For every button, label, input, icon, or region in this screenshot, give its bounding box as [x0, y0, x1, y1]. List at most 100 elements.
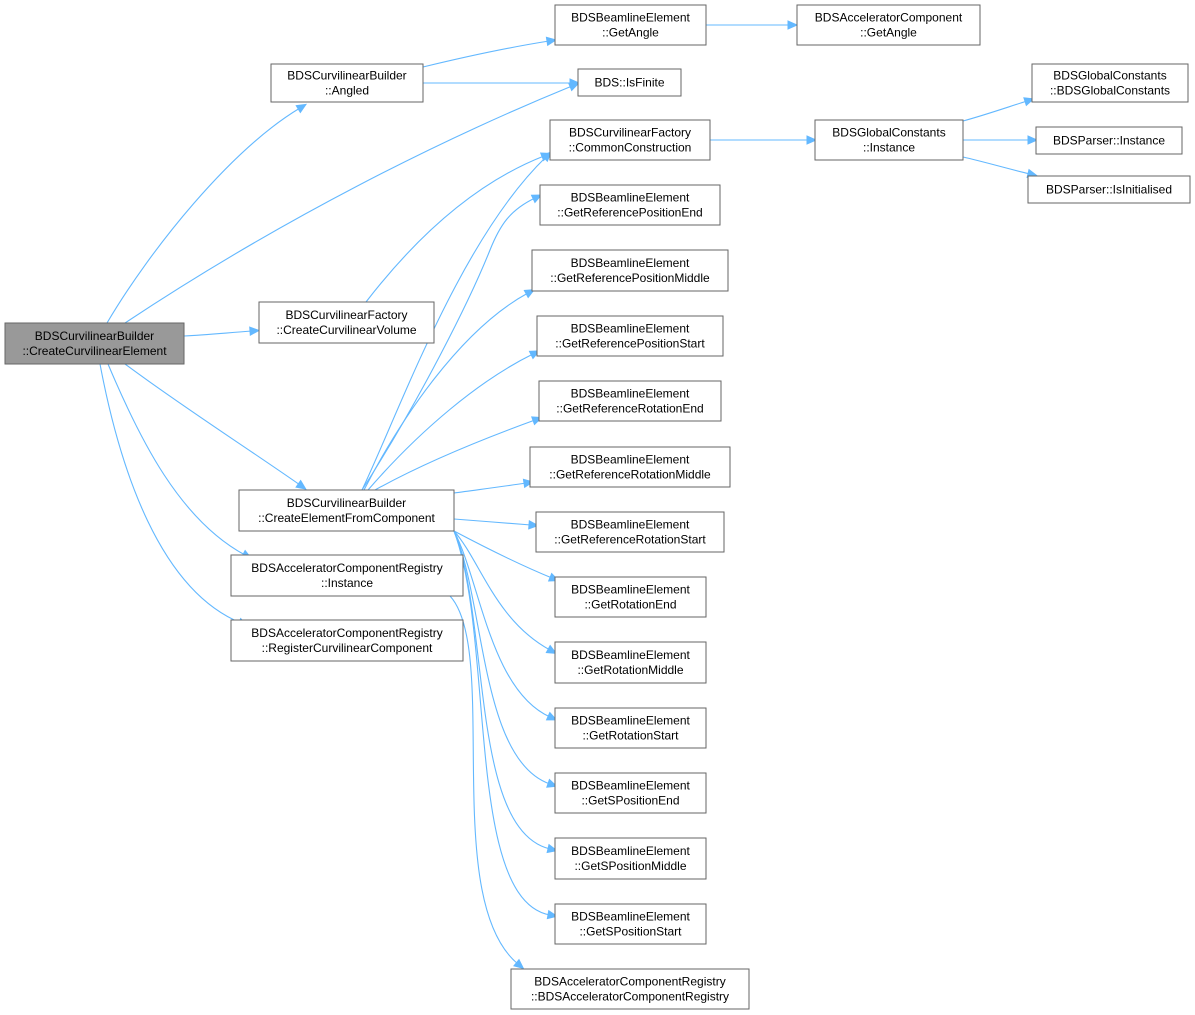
node-spos_mid[interactable]: BDSBeamlineElement::GetSPositionMiddle	[554, 837, 707, 880]
edge-create_from_comp-to-ref_pos_start	[367, 353, 534, 491]
node-label-line: BDSBeamlineElement	[571, 256, 690, 270]
node-label-line: BDSAcceleratorComponentRegistry	[251, 626, 442, 640]
node-gc_ctor[interactable]: BDSGlobalConstants::BDSGlobalConstants	[1031, 63, 1189, 103]
node-ac_getangle[interactable]: BDSAcceleratorComponent::GetAngle	[796, 4, 981, 46]
node-label-line: BDSGlobalConstants	[832, 126, 945, 140]
node-root[interactable]: BDSCurvilinearBuilder::CreateCurvilinear…	[4, 322, 185, 365]
node-label-line: ::GetSPositionStart	[579, 925, 682, 939]
nodes-layer: BDSCurvilinearBuilder::CreateCurvilinear…	[4, 4, 1191, 1010]
arrowhead-ref_pos_mid	[523, 289, 536, 299]
edge-gc_instance-to-parser_init	[962, 156, 1031, 175]
node-box	[535, 511, 725, 553]
node-ref_pos_start[interactable]: BDSBeamlineElement::GetReferencePosition…	[536, 315, 724, 357]
node-label-line: BDSAcceleratorComponent	[815, 11, 963, 25]
node-box	[796, 4, 981, 46]
node-box	[230, 554, 464, 597]
edge-create_from_comp-to-rot_start	[453, 530, 551, 718]
node-label-line: BDSBeamlineElement	[571, 910, 690, 924]
node-ref_pos_end[interactable]: BDSBeamlineElement::GetReferencePosition…	[539, 184, 721, 226]
node-label-line: BDSCurvilinearBuilder	[35, 329, 154, 343]
node-box	[529, 446, 731, 488]
node-label-line: ::Angled	[325, 84, 369, 98]
node-label-line: ::GetReferenceRotationMiddle	[549, 468, 711, 482]
node-box	[531, 249, 729, 292]
node-label-line: ::GetReferenceRotationEnd	[556, 402, 703, 416]
edge-root-to-reg_instance	[107, 363, 246, 556]
edge-create_from_comp-to-spos_end	[453, 530, 551, 785]
node-box	[1035, 126, 1183, 155]
node-label-line: BDSBeamlineElement	[571, 844, 690, 858]
node-parser_instance[interactable]: BDSParser::Instance	[1035, 126, 1183, 155]
node-label-line: ::Instance	[863, 141, 915, 155]
node-label-line: ::GetReferencePositionMiddle	[550, 271, 710, 285]
arrowhead-isfinite	[569, 78, 581, 88]
node-parser_init[interactable]: BDSParser::IsInitialised	[1027, 175, 1191, 204]
node-label-line: BDS::IsFinite	[594, 76, 664, 90]
node-box	[554, 4, 707, 46]
node-rot_start[interactable]: BDSBeamlineElement::GetRotationStart	[554, 707, 707, 749]
arrowhead-ref_pos_end	[530, 194, 543, 204]
node-create_from_comp[interactable]: BDSCurvilinearBuilder::CreateElementFrom…	[238, 489, 455, 532]
node-ref_rot_end[interactable]: BDSBeamlineElement::GetReferenceRotation…	[538, 380, 722, 422]
node-label-line: ::CommonConstruction	[569, 141, 692, 155]
node-box	[270, 63, 424, 103]
arrowhead-ref_rot_start	[528, 520, 540, 530]
node-box	[577, 68, 682, 97]
edge-root-to-isfinite	[124, 85, 573, 324]
node-box	[554, 576, 707, 618]
node-label-line: ::GetRotationMiddle	[577, 663, 683, 677]
node-reg_register[interactable]: BDSAcceleratorComponentRegistry::Registe…	[230, 619, 464, 662]
node-reg_ctor[interactable]: BDSAcceleratorComponentRegistry::BDSAcce…	[510, 968, 750, 1010]
node-rot_mid[interactable]: BDSBeamlineElement::GetRotationMiddle	[554, 641, 707, 684]
arrowhead-gc_ctor	[1023, 97, 1035, 107]
node-rot_end[interactable]: BDSBeamlineElement::GetRotationEnd	[554, 576, 707, 618]
node-label-line: ::RegisterCurvilinearComponent	[262, 641, 433, 655]
node-label-line: ::GetReferencePositionEnd	[557, 206, 702, 220]
node-isfinite[interactable]: BDS::IsFinite	[577, 68, 682, 97]
node-createvol[interactable]: BDSCurvilinearFactory::CreateCurvilinear…	[258, 301, 435, 344]
node-label-line: ::BDSGlobalConstants	[1050, 84, 1170, 98]
node-label-line: ::GetSPositionEnd	[581, 794, 679, 808]
arrowhead-ac_getangle	[787, 20, 799, 30]
node-label-line: BDSBeamlineElement	[571, 11, 690, 25]
node-label-line: BDSBeamlineElement	[571, 518, 690, 532]
node-be_getangle[interactable]: BDSBeamlineElement::GetAngle	[554, 4, 707, 46]
node-angled[interactable]: BDSCurvilinearBuilder::Angled	[270, 63, 424, 103]
edge-create_from_comp-to-common	[361, 156, 547, 491]
node-label-line: BDSParser::IsInitialised	[1046, 183, 1172, 197]
arrowhead-spos_end	[546, 778, 558, 788]
node-ref_rot_mid[interactable]: BDSBeamlineElement::GetReferenceRotation…	[529, 446, 731, 488]
node-box	[238, 489, 455, 532]
node-box	[554, 837, 707, 880]
node-label-line: ::CreateCurvilinearElement	[22, 344, 167, 358]
node-label-line: BDSBeamlineElement	[571, 387, 690, 401]
node-common[interactable]: BDSCurvilinearFactory::CommonConstructio…	[549, 119, 711, 161]
edge-create_from_comp-to-ref_rot_mid	[453, 482, 527, 494]
node-box	[230, 619, 464, 662]
edge-gc_instance-to-gc_ctor	[962, 100, 1028, 122]
node-label-line: ::BDSAcceleratorComponentRegistry	[531, 990, 729, 1004]
node-label-line: BDSCurvilinearFactory	[569, 126, 691, 140]
node-label-line: BDSGlobalConstants	[1053, 69, 1166, 83]
edge-create_from_comp-to-ref_rot_start	[453, 518, 532, 526]
node-label-line: ::GetReferenceRotationStart	[554, 533, 706, 547]
node-ref_rot_start[interactable]: BDSBeamlineElement::GetReferenceRotation…	[535, 511, 725, 553]
node-label-line: BDSBeamlineElement	[571, 453, 690, 467]
node-label-line: ::GetRotationEnd	[584, 598, 676, 612]
node-label-line: BDSAcceleratorComponentRegistry	[251, 561, 442, 575]
node-reg_instance[interactable]: BDSAcceleratorComponentRegistry::Instanc…	[230, 554, 464, 597]
node-spos_start[interactable]: BDSBeamlineElement::GetSPositionStart	[554, 903, 707, 945]
node-spos_end[interactable]: BDSBeamlineElement::GetSPositionEnd	[554, 772, 707, 814]
edge-create_from_comp-to-rot_mid	[453, 530, 551, 651]
node-box	[554, 641, 707, 684]
node-label-line: BDSAcceleratorComponentRegistry	[534, 975, 725, 989]
edge-create_from_comp-to-ref_rot_end	[374, 419, 536, 491]
node-ref_pos_mid[interactable]: BDSBeamlineElement::GetReferencePosition…	[531, 249, 729, 292]
edge-createvol-to-common	[365, 155, 545, 303]
edge-reg_instance-to-reg_ctor	[449, 595, 519, 965]
node-box	[554, 903, 707, 945]
node-gc_instance[interactable]: BDSGlobalConstants::Instance	[814, 119, 964, 161]
node-box	[814, 119, 964, 161]
arrowhead-rot_start	[545, 711, 558, 721]
